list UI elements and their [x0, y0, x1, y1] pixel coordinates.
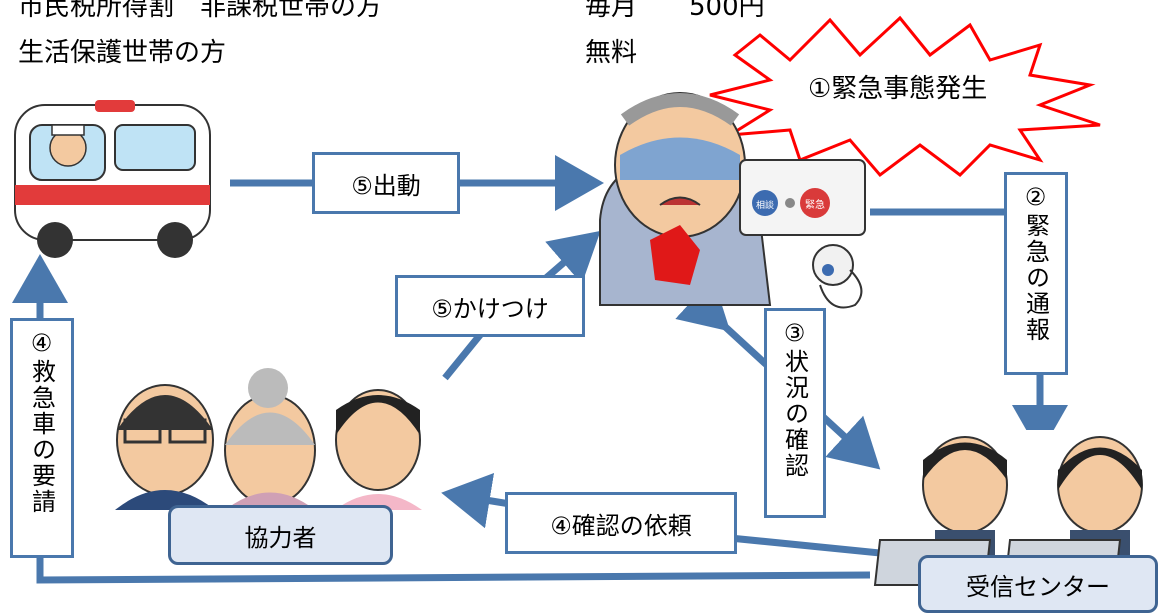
step-rush-box: ⑤かけつけ	[395, 275, 585, 337]
helpers-label-box: 協力者	[168, 505, 393, 565]
fee-line-1-value: 毎月 500円	[585, 0, 765, 22]
helpers-illustration	[110, 368, 440, 510]
step-rush-label: ⑤かけつけ	[431, 294, 549, 323]
ambulance-illustration	[14, 100, 211, 258]
step-status-check-box: ③状況の確認	[764, 308, 826, 518]
fee-line-1-label: 市民税所得割 非課税世帯の方	[18, 0, 383, 22]
fee-line-2-label: 生活保護世帯の方	[18, 38, 227, 68]
emergency-label: ①緊急事態発生	[808, 74, 988, 104]
step-confirm-request-box: ④確認の依頼	[505, 492, 737, 554]
emergency-device: 相談 緊急	[739, 159, 866, 309]
helpers-label: 協力者	[244, 523, 317, 552]
step-dispatch-label: ⑤出動	[351, 171, 421, 200]
step-status-check-label: ③状況の確認	[780, 319, 809, 479]
step-ambulance-request-label: ④救急車の要請	[27, 329, 56, 515]
fee-line-2-value: 無料	[585, 38, 638, 68]
step-ambulance-request-box: ④救急車の要請	[10, 318, 74, 558]
center-label: 受信センター	[966, 572, 1110, 601]
patient-illustration	[599, 92, 772, 306]
center-label-box: 受信センター	[918, 555, 1158, 613]
consult-button-label: 相談	[756, 199, 774, 211]
step-dispatch-box: ⑤出動	[312, 152, 460, 214]
emergency-button-label: 緊急	[805, 198, 825, 211]
emergency-burst	[709, 15, 1101, 178]
step-emergency-call-label: ②緊急の通報	[1021, 183, 1050, 343]
step-confirm-request-label: ④確認の依頼	[550, 511, 692, 540]
step-emergency-call-box: ②緊急の通報	[1004, 172, 1068, 375]
